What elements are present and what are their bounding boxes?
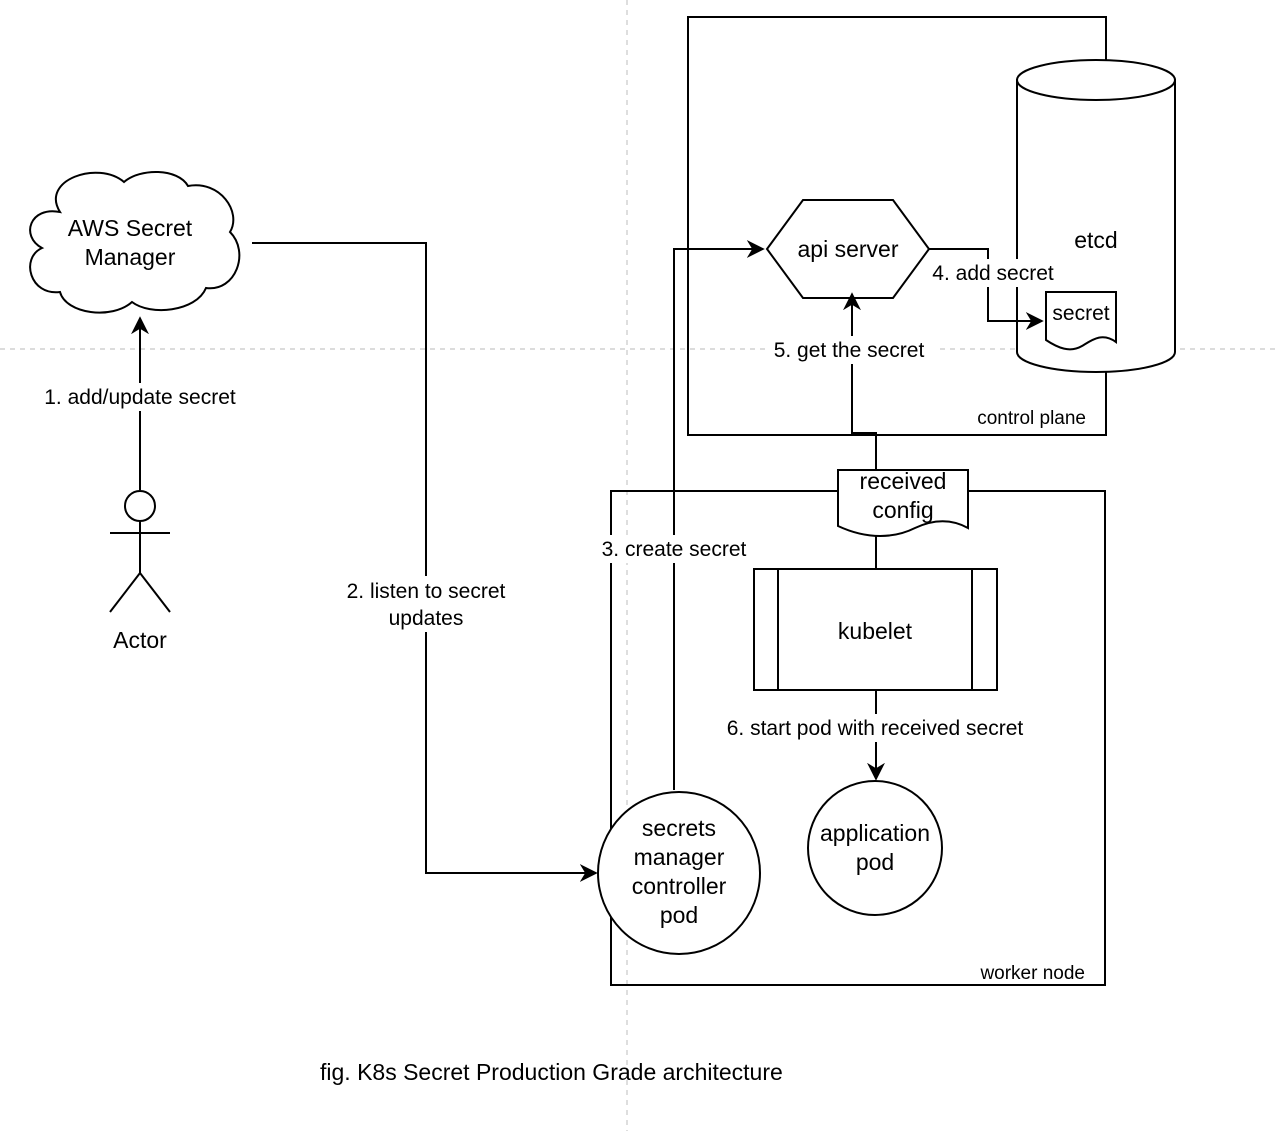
- edge-create-secret: [673, 240, 765, 790]
- edge-label-listen-updates-line-1: 2. listen to secret: [347, 580, 506, 603]
- edge-get-secret-upper: [843, 292, 877, 470]
- actor-label: Actor: [113, 627, 167, 653]
- application-pod-line-1: application: [820, 820, 930, 846]
- api-server-label: api server: [798, 236, 899, 262]
- secrets-pod-line-2: manager: [634, 844, 725, 870]
- edge-label-add-update-secret: 1. add/update secret: [44, 386, 236, 409]
- kubelet-box: kubelet: [753, 568, 998, 691]
- aws-secret-manager-cloud: AWS Secret Manager: [29, 170, 241, 314]
- received-config-line-1: received: [860, 468, 947, 494]
- api-server-hexagon: api server: [765, 199, 931, 299]
- secrets-pod-line-4: pod: [660, 902, 698, 928]
- secret-document-label: secret: [1052, 302, 1109, 325]
- edge-label-add-secret: 4. add secret: [932, 262, 1054, 285]
- actor-figure: Actor: [109, 490, 171, 653]
- application-pod-line-2: pod: [856, 849, 894, 875]
- figure-caption: fig. K8s Secret Production Grade archite…: [320, 1059, 783, 1085]
- secrets-pod-line-1: secrets: [642, 815, 716, 841]
- edge-label-listen-updates-line-2: updates: [389, 607, 464, 630]
- edge-label-bg: [34, 383, 246, 411]
- control-plane-label: control plane: [977, 408, 1086, 429]
- edge-label-bg: [594, 535, 756, 563]
- edge-listen-updates: [252, 242, 598, 882]
- kubelet-label: kubelet: [838, 618, 913, 644]
- worker-node-label: worker node: [979, 963, 1085, 984]
- aws-secret-manager-line-2: Manager: [85, 244, 176, 270]
- secrets-manager-controller-pod: secrets manager controller pod: [597, 791, 761, 955]
- secrets-pod-line-3: controller: [632, 873, 727, 899]
- aws-secret-manager-line-1: AWS Secret: [68, 215, 193, 241]
- application-pod: application pod: [807, 780, 943, 916]
- edge-label-bg: [925, 259, 1061, 287]
- received-config-document: received config: [837, 468, 969, 537]
- edge-label-create-secret: 3. create secret: [602, 538, 747, 561]
- edge-label-bg: [714, 714, 1036, 742]
- edge-label-bg: [338, 576, 514, 632]
- edge-label-bg: [765, 336, 935, 364]
- secret-document: secret: [1045, 291, 1117, 351]
- received-config-line-2: config: [872, 497, 933, 523]
- edge-label-start-pod: 6. start pod with received secret: [727, 717, 1024, 740]
- edge-label-get-secret: 5. get the secret: [774, 339, 925, 362]
- etcd-label: etcd: [1074, 227, 1117, 253]
